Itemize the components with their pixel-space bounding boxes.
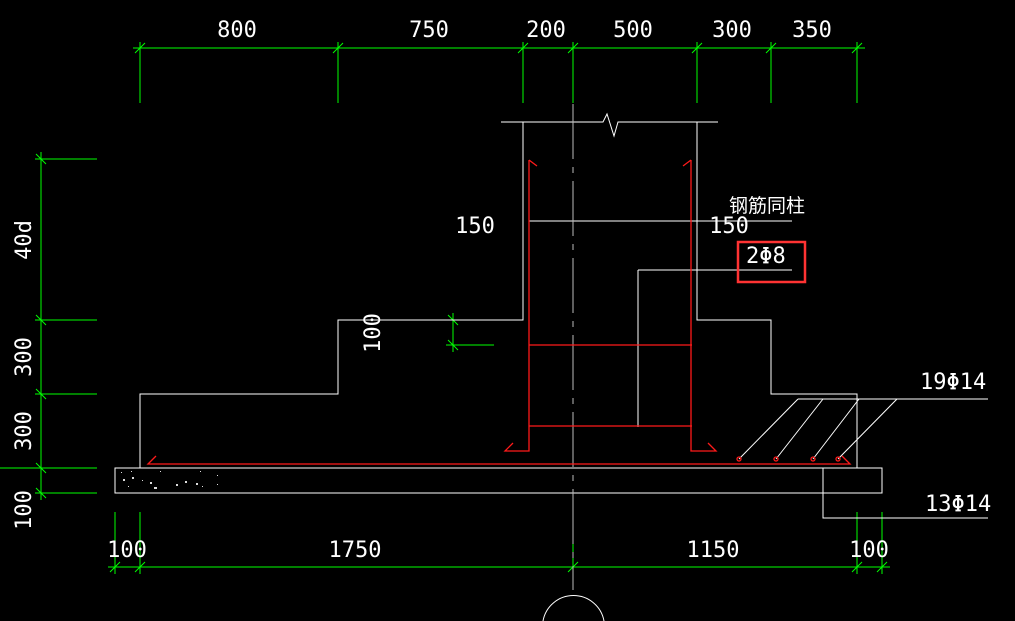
column-rebar-note: 钢筋同柱 [729,195,805,217]
column-break-line [501,112,718,138]
highlight-box [736,240,807,284]
dim-top-800: 800 [217,18,257,43]
bottom-dimension-chain: 100 1750 1150 100 [107,512,890,574]
top-bars-label: 19Φ14 [920,370,986,395]
stirrup-label: 2Φ8 [746,244,786,269]
step-dimension: 100 [361,313,495,353]
dim-left-100: 100 [12,490,37,530]
cover-150-left: 150 [455,214,495,239]
dim-top-350: 350 [792,18,832,43]
bottom-bars-label: 13Φ14 [925,492,991,517]
dim-left-300b: 300 [12,411,37,451]
dim-left-300a: 300 [12,337,37,377]
dim-step-100: 100 [361,313,386,353]
dim-bottom-100-right: 100 [849,538,889,563]
dim-top-200: 200 [526,18,566,43]
concrete-hatch [121,471,218,489]
footing-outline [114,112,988,621]
dim-top-300: 300 [712,18,752,43]
cushion-layer [114,467,883,494]
cover-150-right: 150 [709,214,749,239]
dim-left-40d: 40d [12,220,37,260]
rebar-cage [146,159,852,465]
dim-bottom-100-left: 100 [107,538,147,563]
dim-top-750: 750 [409,18,449,43]
dim-bottom-1150: 1150 [687,538,740,563]
top-dimension-chain: 800 750 200 500 300 350 [133,18,865,103]
axis-bubble [542,595,605,621]
dim-bottom-1750: 1750 [329,538,382,563]
bottom-main-bar [146,455,852,465]
dim-top-500: 500 [613,18,653,43]
left-dimension-chain: 40d 300 300 100 [0,152,97,530]
